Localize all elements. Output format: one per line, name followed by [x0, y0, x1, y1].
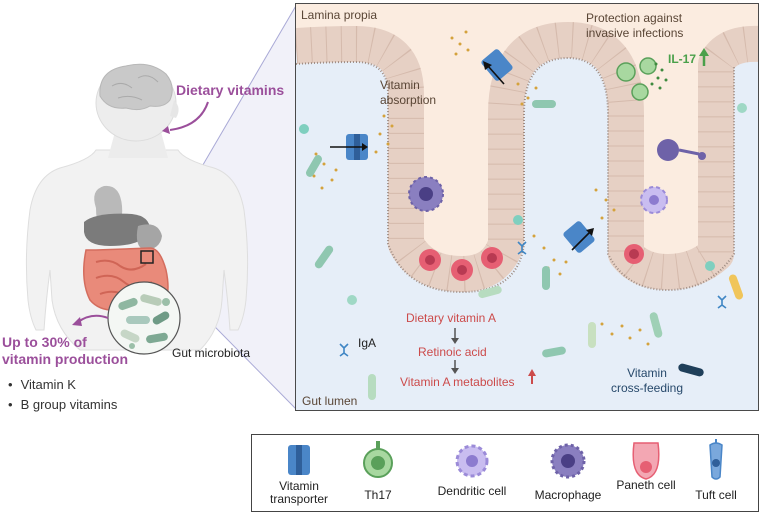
th17-cell-icon: [616, 57, 657, 101]
legend-item-paneth: Paneth cell: [616, 435, 676, 511]
iga-label: IgA: [358, 336, 377, 350]
macrophage-icon: [550, 443, 586, 479]
iga-icon: [339, 241, 727, 357]
dendritic-cell-icon: [455, 444, 489, 478]
dendritic-cell-icon: [640, 186, 668, 214]
vitamin-absorption-line1: Vitamin: [380, 78, 420, 92]
il17-label: IL-17: [668, 52, 697, 66]
vitamin-list-item: B group vitamins: [8, 397, 118, 412]
legend-item-transporter: Vitamin transporter: [264, 435, 334, 511]
legend-label: Tuft cell: [695, 488, 737, 502]
vitamin-absorption-label: Vitamin absorption: [380, 78, 436, 108]
th17-cell-icon: [363, 441, 393, 478]
legend-label: Dendritic cell: [437, 484, 507, 498]
zoom-marker: [140, 250, 154, 264]
transporter-icon: [288, 445, 310, 475]
vitamin-list-item: Vitamin K: [8, 377, 117, 392]
macrophage-icon: [408, 176, 444, 212]
production-label-line2: vitamin production: [2, 351, 128, 367]
legend-label: Paneth cell: [616, 478, 676, 492]
paneth-cell-icon: [632, 442, 660, 480]
protection-label: Protection against invasive infections: [586, 11, 683, 41]
pathway-step-1: Dietary vitamin A: [406, 311, 497, 325]
pathway-step-2: Retinoic acid: [418, 345, 487, 359]
lamina-propia-label: Lamina propia: [301, 8, 378, 22]
cross-feeding-label: Vitamin cross-feeding: [602, 366, 692, 396]
production-label-line1: Up to 30% of: [2, 334, 87, 350]
paneth-cell-icon: [419, 244, 644, 281]
microbiota-lens-icon: [107, 281, 181, 355]
protection-line2: invasive infections: [586, 26, 684, 40]
legend-label: Vitamin transporter: [269, 479, 329, 506]
gut-microbiota-label: Gut microbiota: [172, 346, 251, 360]
legend-label: Th17: [364, 488, 392, 502]
dietary-vitamins-label: Dietary vitamins: [176, 82, 285, 98]
intestine-detail-panel: Lamina propia Gut lumen Vitamin absorpti…: [295, 3, 759, 411]
vitamin-absorption-line2: absorption: [380, 93, 437, 107]
pathway-step-3: Vitamin A metabolites: [400, 375, 515, 389]
legend-item-dendritic: Dendritic cell: [432, 435, 512, 511]
villi-illustration: [296, 4, 758, 410]
tuft-cell-icon: [657, 139, 706, 161]
legend-item-tuft: Tuft cell: [686, 435, 746, 511]
production-label: Up to 30% of vitamin production: [2, 334, 128, 368]
protection-line1: Protection against: [586, 11, 683, 25]
tuft-cell-icon: [709, 439, 723, 480]
cross-feeding-line2: cross-feeding: [610, 381, 684, 395]
cross-feeding-line1: Vitamin: [627, 366, 667, 380]
legend-item-macrophage: Macrophage: [528, 435, 608, 511]
vitamins-list: Vitamin K B group vitamins: [8, 377, 118, 417]
legend: Vitamin transporter Th17 Dendritic cell …: [251, 434, 759, 512]
legend-label: Macrophage: [534, 488, 602, 502]
bacteria-icon: [299, 100, 747, 400]
legend-item-th17: Th17: [348, 435, 408, 511]
gut-lumen-label: Gut lumen: [302, 394, 358, 408]
